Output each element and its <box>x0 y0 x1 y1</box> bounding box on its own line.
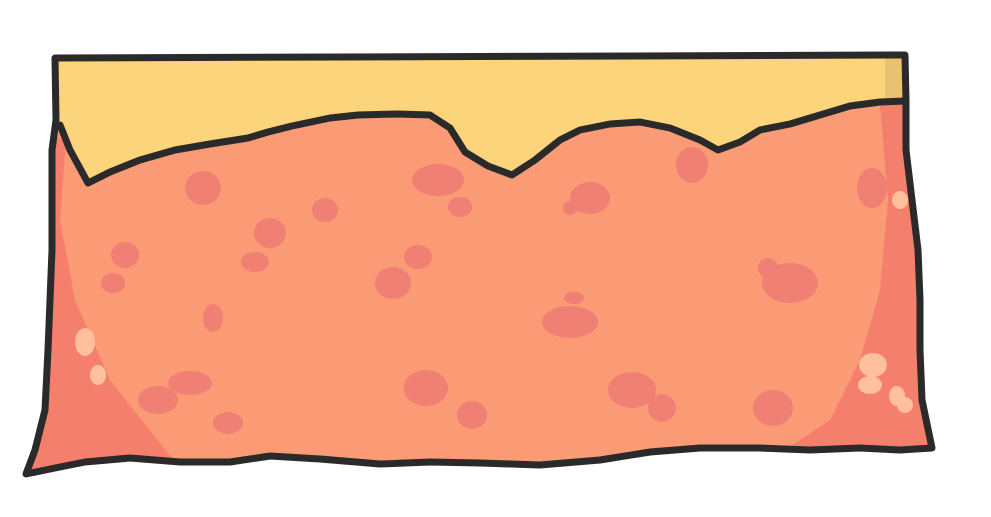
right-edge-shade <box>785 101 932 460</box>
layer-boundary <box>56 97 910 187</box>
top-layer-shade <box>885 56 906 101</box>
cake-spots <box>101 147 887 434</box>
slice-outline <box>22 51 936 478</box>
cake-highlights <box>75 191 913 413</box>
top-layer <box>55 55 906 183</box>
